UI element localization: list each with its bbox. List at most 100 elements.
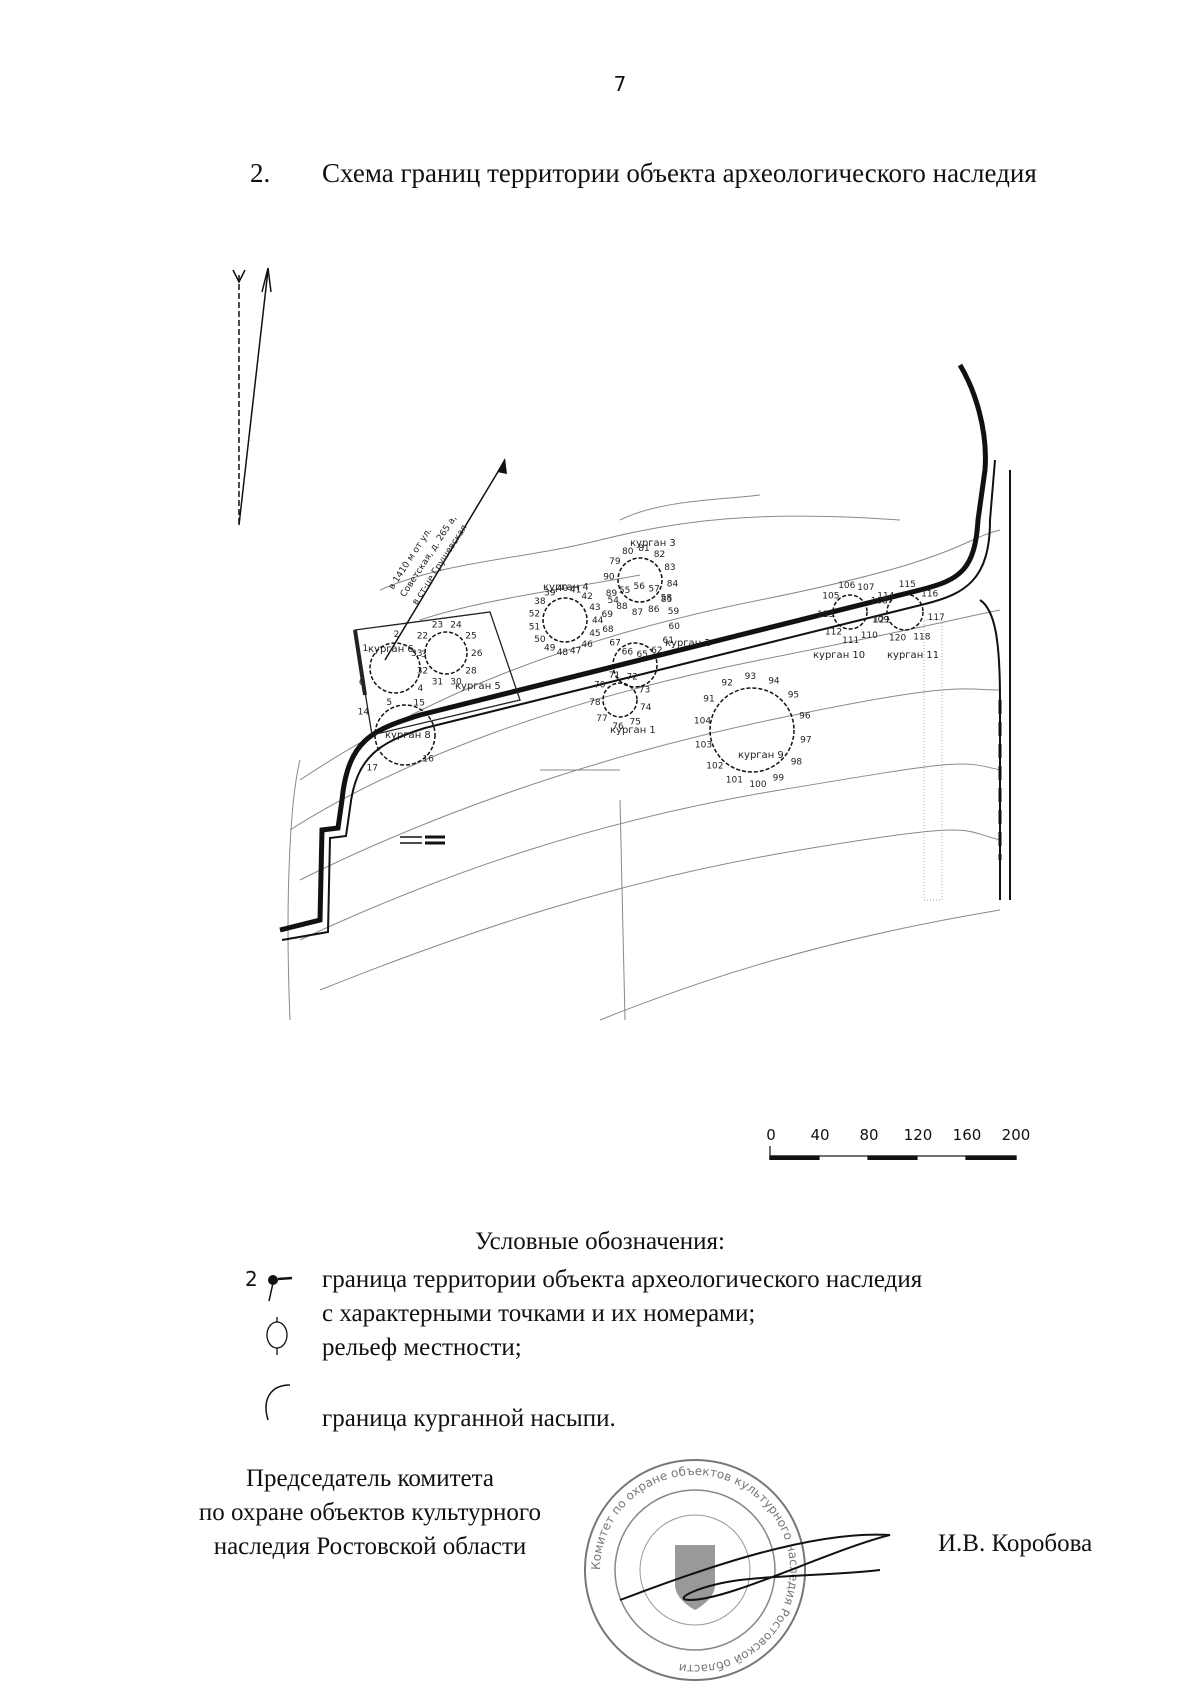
boundary-point-number: 58 (661, 594, 673, 604)
boundary-point-number: 4 (418, 684, 424, 694)
legend-marker-number: 2 (245, 1267, 258, 1291)
boundary-map: в 1410 м от ул. Советская, д. 265 а, в с… (232, 267, 1017, 1160)
boundary-point-number: 67 (609, 638, 620, 648)
boundary-point-number: 77 (596, 714, 607, 724)
boundary-point-number: 23 (432, 621, 443, 631)
boundary-point-number: 113 (817, 610, 834, 620)
legend-title: Условные обозначения: (474, 1228, 726, 1255)
terrain-contours (287, 494, 1001, 1021)
scale-label-120: 120 (903, 1126, 933, 1144)
territory-boundary (353, 611, 521, 736)
boundary-point-number: 61 (663, 636, 674, 646)
boundary-point-number: 2 (394, 630, 400, 640)
kurgan-11-label: курган 11 (887, 650, 939, 661)
boundary-point-number: 65 (637, 650, 648, 660)
boundary-point-number: 78 (589, 698, 601, 708)
boundary-point-number: 39 (544, 588, 556, 598)
boundary-point-number: 83 (664, 563, 675, 573)
boundary-point-number: 44 (592, 616, 604, 626)
boundary-point-number: 102 (706, 762, 723, 772)
boundary-point-number: 117 (928, 613, 945, 623)
hatched-strip (923, 619, 943, 901)
signatory-title: Председатель комитета по охране объектов… (150, 1462, 590, 1564)
boundary-point-number: 88 (616, 602, 628, 612)
boundary-point-number: 42 (581, 592, 592, 602)
boundary-point-number: 104 (694, 716, 711, 726)
boundary-point-number: 76 (612, 722, 624, 732)
boundary-point-number: 56 (634, 582, 646, 592)
kurgan-8-label: курган 8 (385, 730, 431, 741)
boundary-point-number: 48 (557, 648, 569, 658)
boundary-point-number: 25 (465, 631, 476, 641)
boundary-point-number: 116 (921, 590, 938, 600)
boundary-point-number: 33 (411, 649, 422, 659)
boundary-point-number: 87 (632, 608, 643, 618)
kurgan-9-label: курган 9 (738, 750, 784, 761)
boundary-point-number: 75 (630, 718, 641, 728)
boundary-point-number: 91 (703, 694, 714, 704)
boundary-point-number: 101 (726, 776, 743, 786)
boundary-point-number: 66 (622, 647, 634, 657)
boundary-point-marker-icon (268, 1275, 293, 1302)
boundary-point-number: 81 (638, 544, 649, 554)
boundary-point-number: 1 (363, 644, 369, 654)
boundary-point-number: 62 (651, 646, 662, 656)
boundary-point-number: 92 (721, 678, 732, 688)
heading-title: Схема границ территории объекта археолог… (322, 158, 1037, 188)
boundary-point-number: 70 (594, 681, 606, 691)
kurgan-circles (369, 557, 924, 773)
section-heading: 2.Схема границ территории объекта археол… (250, 158, 1037, 189)
relief-contour-icon (266, 1317, 288, 1355)
kurgan-5-label: курган 5 (455, 681, 501, 692)
boundary-point-number: 82 (654, 550, 665, 560)
boundary-point-number: 22 (417, 631, 428, 641)
boundary-point-number: 16 (422, 755, 434, 765)
handwritten-signature (619, 1533, 891, 1602)
kurgan-4-label: курган 4 (543, 582, 589, 593)
boundary-point-number: 90 (603, 573, 615, 583)
boundary-point-number: 51 (529, 623, 540, 633)
legend-item-relief: рельеф местности; (322, 1334, 522, 1361)
boundary-point-number: 49 (544, 644, 556, 654)
boundary-point-number: 85 (661, 595, 672, 605)
boundary-point-number: 118 (913, 633, 930, 643)
road (279, 363, 1011, 941)
boundary-point-number: 111 (842, 636, 859, 646)
kurgan-3-label: курган 3 (630, 538, 676, 549)
boundary-point-number: 30 (450, 678, 462, 688)
emblem-icon (675, 1545, 715, 1610)
scale-label-40: 40 (810, 1126, 830, 1144)
legend-item-boundary: граница территории объекта археологическ… (322, 1266, 923, 1293)
boundary-point-number: 69 (602, 610, 614, 620)
boundary-point-number: 28 (465, 667, 477, 677)
boundary-point-number: 26 (471, 649, 483, 659)
scale-label-200: 200 (1001, 1126, 1031, 1144)
boundary-point-number: 52 (529, 609, 540, 619)
boundary-point-number: 57 (648, 585, 659, 595)
boundary-point-number: 95 (788, 691, 799, 701)
boundary-point-number: 24 (450, 621, 462, 631)
scale-labels: 0 40 80 120 160 200 (0, 1126, 1200, 1146)
double-line-symbol (400, 835, 445, 845)
direction-arrow: в 1410 м от ул. Советская, д. 265 а, в с… (384, 458, 507, 661)
boundary-point-number: 109 (872, 616, 889, 626)
boundary-point-number: 86 (648, 605, 660, 615)
signatory-name: И.В. Коробова (938, 1530, 1093, 1557)
signatory-line-3: наследия Ростовской области (213, 1533, 527, 1560)
boundary-point-number: 112 (825, 628, 842, 638)
boundary-point-number: 55 (619, 586, 630, 596)
signatory-line-1: Председатель комитета (246, 1465, 494, 1492)
page-number: 7 (613, 72, 627, 96)
boundary-point-number: 93 (745, 672, 756, 682)
legend-symbols: 2 (245, 1267, 293, 1421)
boundary-point-number: 54 (608, 596, 620, 606)
boundary-point-number: 45 (589, 629, 600, 639)
boundary-point-number: 14 (358, 708, 370, 718)
boundary-point-number: 105 (822, 592, 839, 602)
boundary-point-number: 46 (581, 640, 593, 650)
boundary-point-number: 32 (417, 667, 428, 677)
boundary-point-number: 47 (570, 646, 581, 656)
boundary-point-number: 110 (861, 631, 878, 641)
boundary-point-number: 38 (534, 597, 546, 607)
kurgan-boundary-icon (265, 1384, 291, 1421)
